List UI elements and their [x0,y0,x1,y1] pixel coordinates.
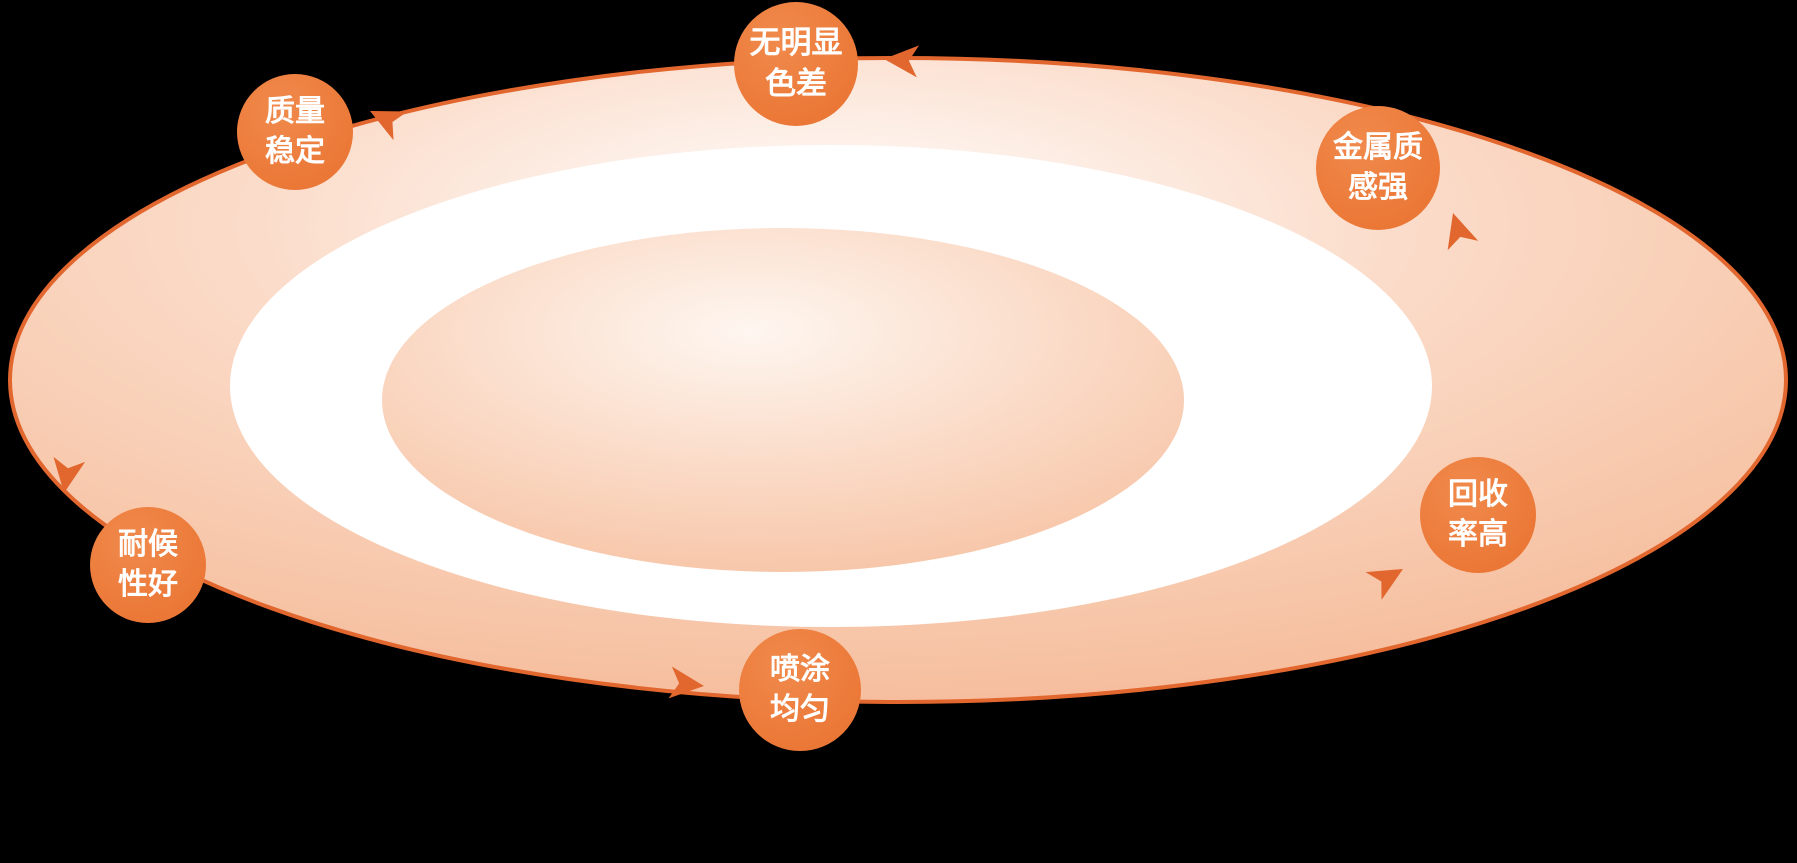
badge-label-line: 无明显 [749,25,843,62]
badge-label-line: 色差 [765,66,827,102]
flow-arrow-left [53,456,86,493]
badge-label-line: 喷涂 [770,652,830,688]
badge-label-line: 均匀 [770,692,830,727]
inner-ellipse [382,228,1184,572]
flow-arrow-bottom [668,666,704,699]
badge-label-line: 率高 [1448,517,1508,552]
badge-even-spraying: 喷涂 均匀 [739,629,861,751]
flow-arrow-upper-left [370,111,408,141]
badge-no-color-difference: 无明显 色差 [734,2,858,126]
badge-high-recovery-rate: 回收 率高 [1420,457,1536,573]
flow-arrow-lower-right [1365,569,1403,600]
flow-arrow-top [884,45,920,78]
badge-metallic-texture: 金属质 感强 [1316,106,1440,230]
badge-stable-quality: 质量 稳定 [237,74,353,190]
badge-weather-resistance: 耐候 性好 [90,507,206,623]
badge-label-line: 稳定 [265,134,325,169]
badge-label-line: 耐候 [118,527,178,563]
badge-label-line: 金属质 [1333,130,1423,166]
badge-label-line: 感强 [1348,170,1408,205]
badge-label-line: 回收 [1448,477,1508,513]
flow-arrow-upper-right [1447,213,1479,251]
badge-label-line: 质量 [265,94,325,130]
badge-label-line: 性好 [118,567,178,602]
